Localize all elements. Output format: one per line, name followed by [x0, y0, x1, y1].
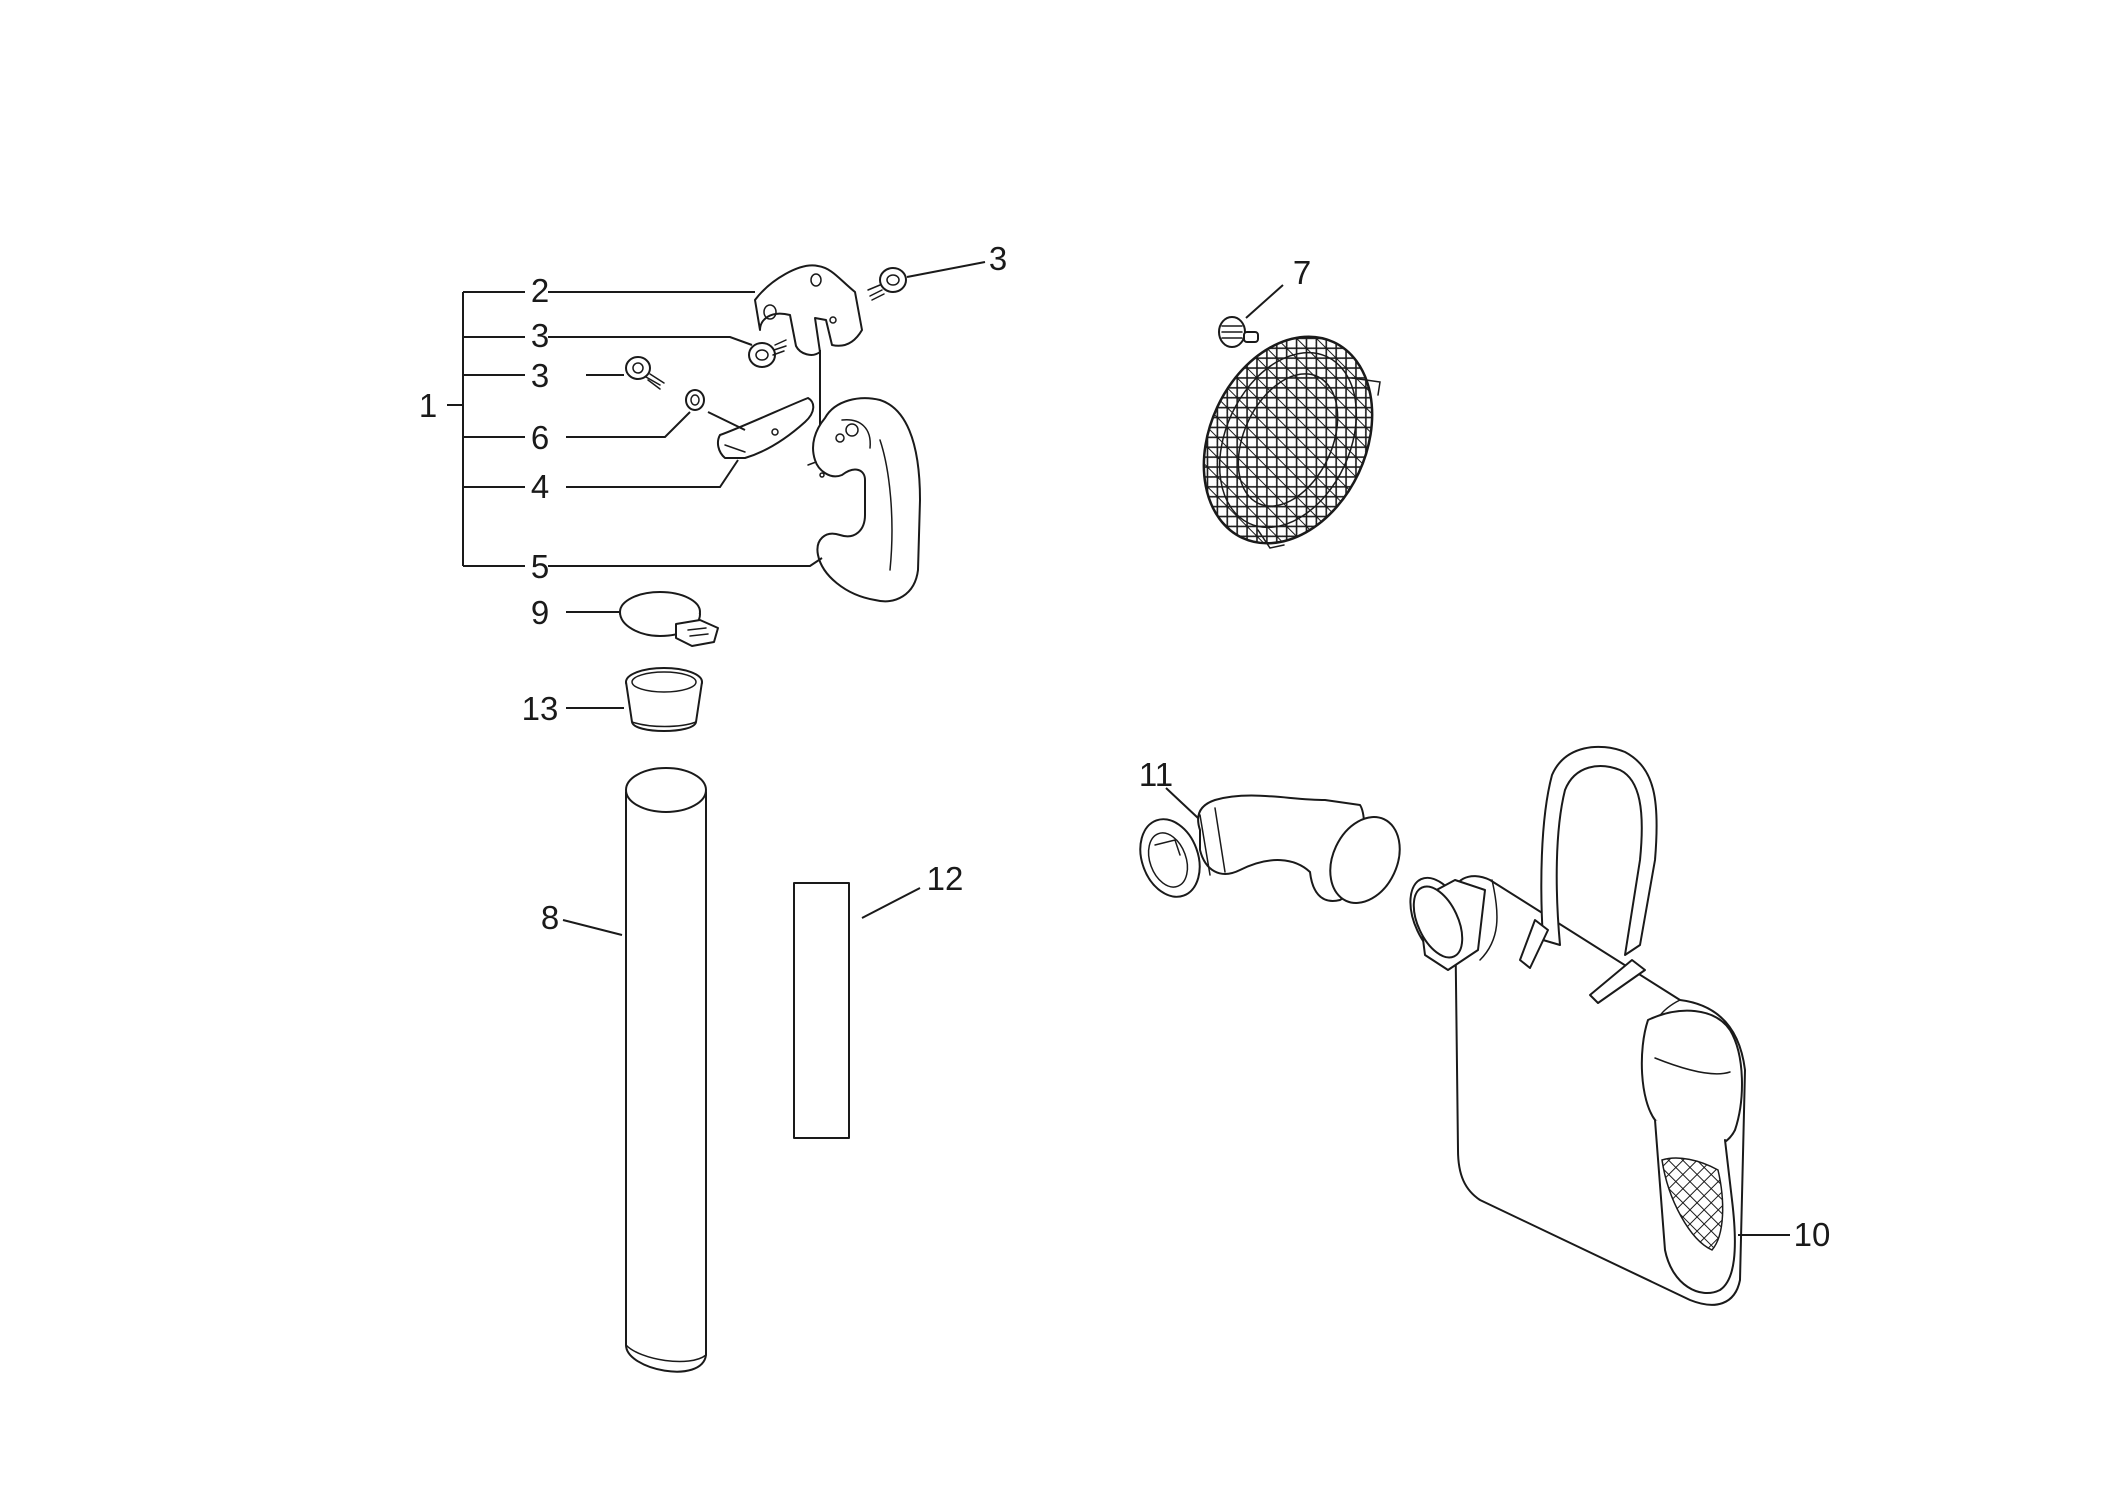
- callout-11: 11: [1139, 756, 1173, 793]
- part-11-elbow: [1139, 787, 1401, 904]
- part-3-screw-mid: [548, 336, 787, 368]
- part-6-nut: [566, 389, 705, 438]
- callout-5: 5: [531, 548, 549, 585]
- assembly-bracket-lines: [447, 291, 525, 567]
- part-4-arm: [566, 397, 815, 488]
- callout-2: 2: [531, 272, 549, 309]
- callout-labels: 1 2 3 3 3 6 4 5 9 13 7 11 12 8 10: [419, 240, 1831, 1253]
- part-7-grille: [1202, 335, 1381, 549]
- part-12-strip: [793, 882, 921, 1139]
- callout-9: 9: [531, 594, 549, 631]
- part-7-knob: [1218, 284, 1284, 348]
- callout-12: 12: [927, 860, 964, 897]
- part-3-screw-low: [586, 356, 665, 390]
- callout-8: 8: [541, 899, 559, 936]
- callout-3-top: 3: [989, 240, 1007, 277]
- callout-7: 7: [1293, 254, 1311, 291]
- part-13-sleeve: [566, 667, 703, 732]
- part-10-bag: [1409, 745, 1790, 1306]
- callout-10: 10: [1794, 1216, 1831, 1253]
- part-2-mount-plate: [754, 264, 863, 455]
- callout-1: 1: [419, 387, 437, 424]
- part-3-screw-top: [867, 261, 986, 301]
- part-5-handle: [548, 397, 921, 603]
- part-8-tube: [562, 767, 707, 1373]
- callout-3-low: 3: [531, 357, 549, 394]
- callout-3-mid: 3: [531, 317, 549, 354]
- callout-6: 6: [531, 419, 549, 456]
- callout-4: 4: [531, 468, 549, 505]
- part-9-hose-clamp: [566, 591, 719, 647]
- callout-13: 13: [522, 690, 559, 727]
